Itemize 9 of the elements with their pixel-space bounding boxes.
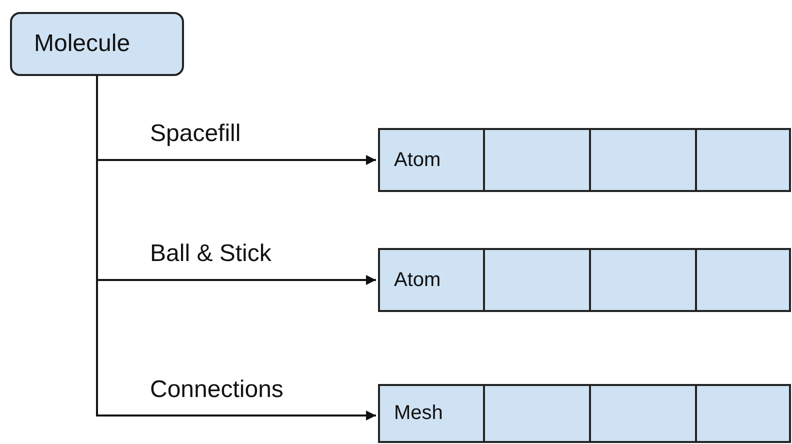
node-title: Molecule xyxy=(34,30,130,58)
cell-label: Atom xyxy=(394,268,441,292)
edge-label: Spacefill xyxy=(150,122,241,146)
root-box xyxy=(10,12,184,76)
data-cell xyxy=(378,384,485,443)
cell-label: Mesh xyxy=(394,402,443,425)
data-cell xyxy=(378,248,485,312)
cell-label: Atom xyxy=(394,148,441,172)
data-cell xyxy=(378,128,485,192)
